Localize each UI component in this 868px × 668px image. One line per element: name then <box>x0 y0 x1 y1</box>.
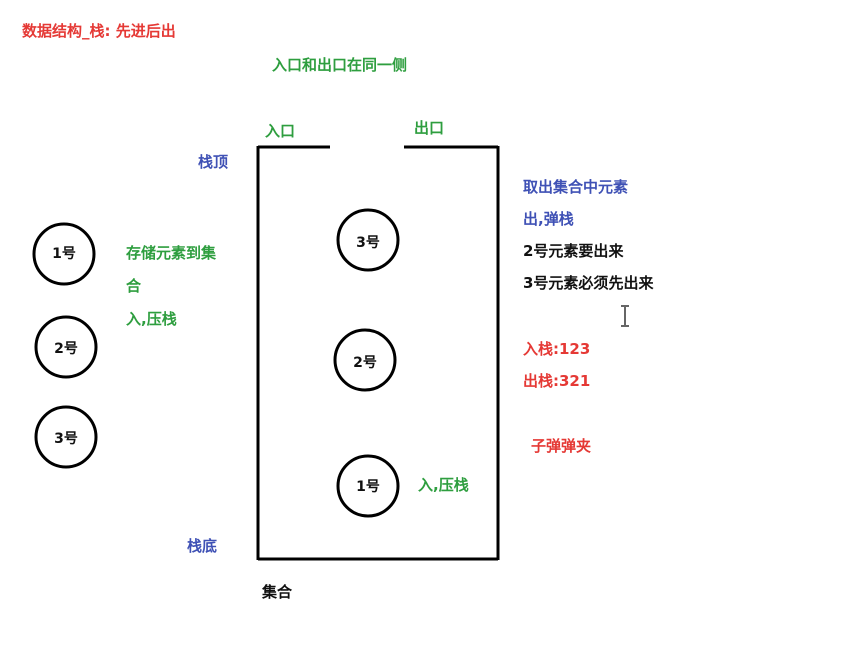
stack-top-label: 栈顶 <box>198 153 229 171</box>
left-item-3-circle <box>34 405 98 469</box>
stack-item-middle-circle <box>333 328 397 392</box>
push-order: 入栈:123 <box>523 340 591 358</box>
analogy-label: 子弹弹夹 <box>531 437 592 455</box>
diagram-subtitle: 入口和出口在同一侧 <box>272 56 408 74</box>
stack-item-middle-label: 2号 <box>353 355 377 371</box>
left-item-2-label: 2号 <box>54 341 78 357</box>
page-title: 数据结构_栈: 先进后出 <box>22 22 176 40</box>
push-note-line3: 入,压栈 <box>126 310 177 328</box>
text-cursor-icon <box>621 305 629 327</box>
push-note-line2: 合 <box>126 277 142 295</box>
explain-line1: 2号元素要出来 <box>523 242 624 260</box>
inner-push-label: 入,压栈 <box>418 476 469 494</box>
collection-label: 集合 <box>262 583 293 601</box>
pop-note-line2: 出,弹栈 <box>523 210 574 228</box>
explain-line2: 3号元素必须先出来 <box>523 274 654 292</box>
left-item-1-circle <box>32 222 96 286</box>
left-item-1-label: 1号 <box>52 246 76 262</box>
push-note-line1: 存储元素到集 <box>126 244 217 262</box>
stack-item-bottom-circle <box>336 454 400 518</box>
exit-label: 出口 <box>414 119 445 137</box>
pop-note-line1: 取出集合中元素 <box>523 178 629 196</box>
pop-order: 出栈:321 <box>523 372 591 390</box>
stack-bottom-label: 栈底 <box>187 537 218 555</box>
left-item-2-circle <box>34 315 98 379</box>
stack-item-top-circle <box>336 208 400 272</box>
stack-item-top-label: 3号 <box>356 235 380 251</box>
entrance-label: 入口 <box>265 122 296 140</box>
stack-item-bottom-label: 1号 <box>356 479 380 495</box>
left-item-3-label: 3号 <box>54 431 78 447</box>
